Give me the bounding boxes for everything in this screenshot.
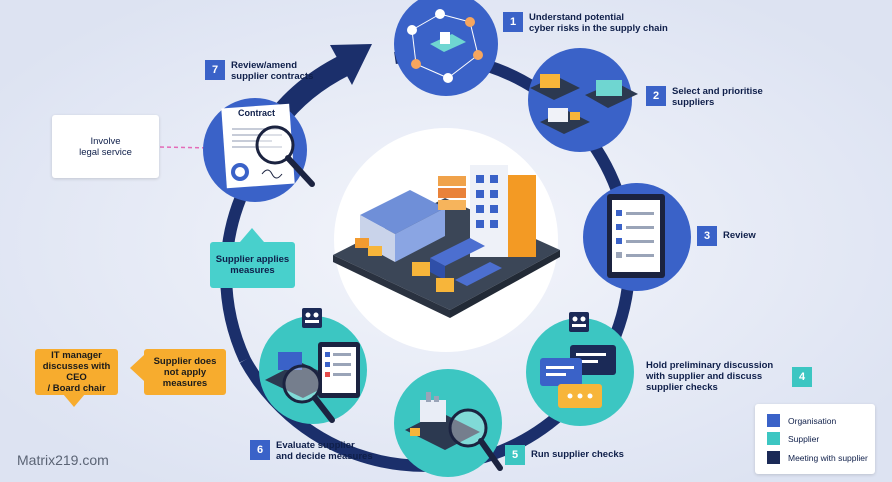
legend-swatch-supplier: [767, 432, 780, 445]
step-4-label: Hold preliminary discussion with supplie…: [646, 360, 774, 393]
step-2-number: 2: [646, 86, 666, 106]
legend-label: Supplier: [788, 433, 820, 444]
step-4-number: 4: [792, 367, 812, 387]
meeting-icon: [302, 308, 322, 328]
meeting-icon-table: [305, 320, 319, 323]
step-6: 6 Evaluate supplier and decide measures: [250, 440, 373, 462]
suppliers-illustration: [530, 74, 638, 134]
legend-supplier: Supplier: [767, 432, 819, 445]
meeting-icon-person: [313, 312, 319, 318]
step-4: 4 Hold preliminary discussion with suppl…: [646, 360, 812, 393]
step-1-label: Understand potential cyber risks in the …: [529, 12, 668, 34]
supplier-not-apply-pointer: [130, 355, 144, 381]
tablet-checklist-illustration: [607, 194, 665, 278]
meeting-icon: [767, 451, 780, 464]
return-arrow-head: [330, 44, 372, 85]
step-5-label: Run supplier checks: [531, 449, 624, 460]
legend-organisation: Organisation: [767, 414, 836, 427]
contract-title: Contract: [238, 108, 276, 118]
step-1: 1 Understand potential cyber risks in th…: [503, 12, 668, 34]
step-3-number: 3: [697, 226, 717, 246]
legend: Organisation Supplier Meeting with suppl…: [755, 404, 875, 474]
step-3: 3 Review: [697, 226, 756, 246]
contract-illustration: [221, 103, 315, 189]
supplier-applies-shape: [240, 228, 264, 242]
watermark: Matrix219.com: [17, 452, 109, 468]
step-3-label: Review: [723, 230, 756, 241]
step-1-number: 1: [503, 12, 523, 32]
step-5: 5 Run supplier checks: [505, 445, 624, 465]
step-6-number: 6: [250, 440, 270, 460]
meeting-icon-table: [572, 324, 586, 327]
factory-check-illustration: [405, 392, 503, 471]
evaluate-illustration: [265, 342, 360, 423]
step-2: 2 Select and prioritise suppliers: [646, 86, 763, 108]
legend-swatch-organisation: [767, 414, 780, 427]
step-2-label: Select and prioritise suppliers: [672, 86, 763, 108]
supplier-not-apply-box: Supplier does not apply measures: [144, 349, 226, 395]
meeting-icon-person: [580, 316, 586, 322]
step-5-number: 5: [505, 445, 525, 465]
step-7-label: Review/amend supplier contracts: [231, 60, 314, 82]
legend-meeting: Meeting with supplier: [767, 451, 868, 464]
it-manager-box: IT manager discusses with CEO / Board ch…: [35, 349, 118, 395]
it-manager-pointer: [63, 394, 85, 407]
legend-label: Organisation: [788, 415, 837, 426]
legal-service-box: Involve legal service: [52, 115, 159, 178]
meeting-icon-person: [305, 312, 311, 318]
legend-label: Meeting with supplier: [788, 452, 868, 463]
step-7-number: 7: [205, 60, 225, 80]
step-6-label: Evaluate supplier and decide measures: [276, 440, 373, 462]
chat-bubbles-illustration: [540, 345, 616, 408]
meeting-icon: [569, 312, 589, 332]
network-illustration: [407, 9, 483, 83]
step-7: 7 Review/amend supplier contracts: [205, 60, 313, 82]
center-illustration: [333, 165, 560, 318]
meeting-icon-person: [572, 316, 578, 322]
supplier-applies-box: Supplier applies measures: [210, 242, 295, 288]
